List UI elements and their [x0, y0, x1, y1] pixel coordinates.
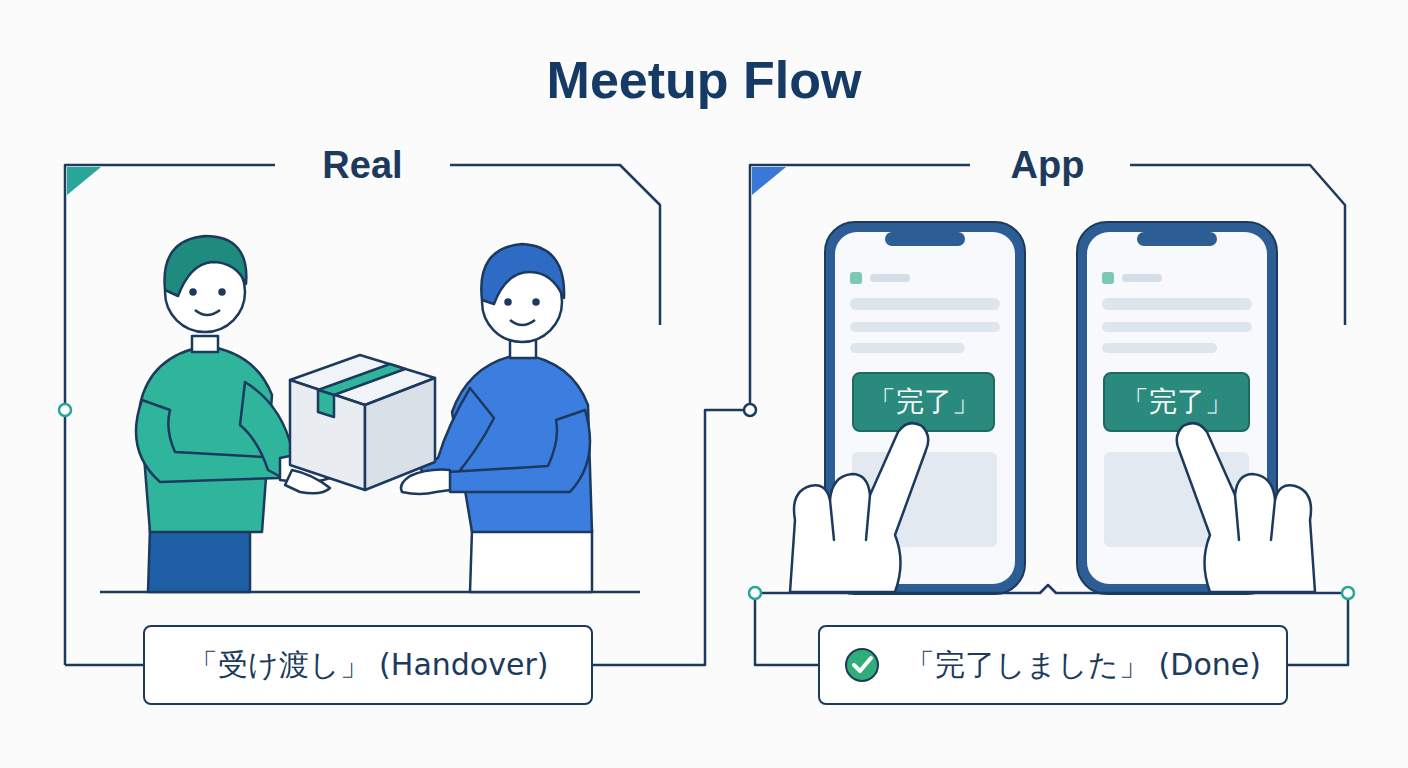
junction-dot [744, 404, 756, 416]
pointing-hand [790, 423, 928, 592]
corner-accent [752, 167, 786, 195]
phone-notch [1137, 232, 1217, 246]
hand [790, 423, 928, 592]
eye [506, 300, 511, 305]
box-side [365, 378, 435, 490]
text-line [870, 274, 910, 282]
junction-dot [749, 587, 761, 599]
diagram-title: Meetup Flow [0, 48, 1408, 112]
connector-line [593, 410, 750, 665]
text-line [1102, 322, 1252, 332]
bracket [755, 585, 1348, 665]
app-icon [850, 272, 862, 284]
text-line [850, 343, 965, 353]
finger-line [1235, 495, 1275, 540]
label-box: 「受け渡し」 (Handover) [143, 625, 593, 705]
action-button: 「完了」 [1103, 372, 1250, 432]
corner-accent [67, 167, 101, 195]
junction-dot [59, 404, 71, 416]
pants [148, 528, 250, 592]
box-tape [318, 390, 334, 417]
check-mark [854, 658, 871, 671]
phone-notch [885, 232, 965, 246]
hand [1177, 423, 1315, 592]
parcel-box [290, 355, 435, 490]
label-box: 「完了しました」 (Done) [818, 625, 1288, 705]
smile [195, 310, 220, 315]
connector-line [65, 664, 143, 667]
eye [534, 300, 539, 305]
neck [192, 336, 218, 352]
connector-line [755, 593, 818, 665]
hair [165, 236, 247, 296]
button-label: 「完了」 [868, 385, 980, 419]
panel-outline [65, 165, 660, 665]
frame-line [65, 165, 660, 665]
box-tape [318, 364, 405, 395]
smile [510, 320, 535, 325]
app-icon [1102, 272, 1114, 284]
box-side [290, 380, 365, 490]
panel-frame: Real [65, 165, 660, 665]
text-line [1102, 298, 1252, 310]
pants [470, 530, 592, 592]
label-text: 「受け渡し」 (Handover) [188, 647, 549, 683]
junction-dot [1342, 587, 1354, 599]
eye [191, 290, 196, 295]
text-line [1122, 274, 1162, 282]
label-text: 「完了しました」 (Done) [905, 647, 1261, 683]
button-label: 「完了」 [1121, 385, 1233, 419]
eye [220, 290, 225, 295]
frame-line [750, 165, 1345, 410]
panel-heading: App [750, 141, 1345, 189]
finger-line [830, 495, 870, 540]
panel-heading: Real [65, 141, 660, 189]
hair [481, 244, 564, 304]
action-button: 「完了」 [852, 372, 995, 432]
text-line [1102, 343, 1217, 353]
text-line [850, 322, 1000, 332]
text-line [850, 298, 1000, 310]
arm [448, 410, 590, 492]
pointing-hand [1177, 423, 1315, 592]
check-icon [846, 649, 878, 681]
